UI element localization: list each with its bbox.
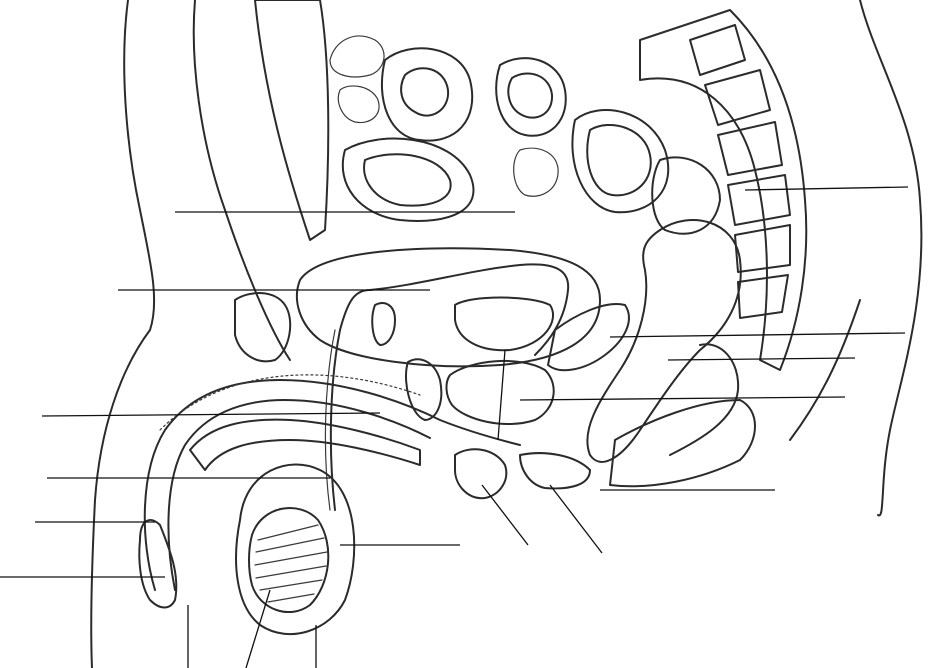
leader-lines (0, 187, 908, 668)
prostate-gland (446, 304, 628, 424)
label-line-14 (520, 397, 845, 400)
label-line-18 (498, 350, 505, 440)
testis (249, 508, 328, 612)
sacrum-coccyx (640, 10, 806, 370)
label-line-12 (550, 485, 602, 553)
abdominal-wall (255, 0, 328, 240)
penis (139, 375, 520, 608)
label-line-11 (482, 485, 528, 545)
label-line-3 (42, 413, 380, 416)
pubic-symphysis (235, 293, 290, 361)
rectum (587, 220, 755, 486)
label-line-16 (610, 333, 905, 337)
perineal-muscles (455, 449, 590, 498)
label-line-17 (745, 187, 908, 190)
intestinal-loops (330, 36, 720, 234)
